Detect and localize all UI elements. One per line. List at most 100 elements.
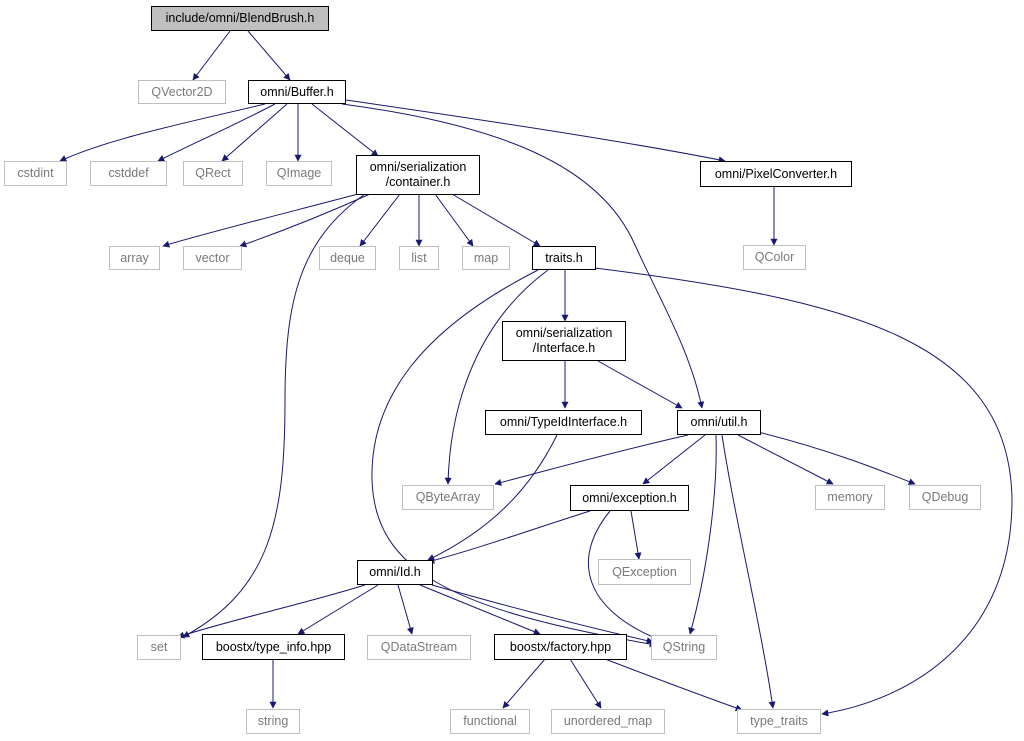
node-qbytearray[interactable]: QByteArray — [402, 485, 494, 510]
node-label: boostx/type_info.hpp — [215, 639, 332, 654]
edge-traits-qbytearray — [444, 269, 549, 485]
node-label: QColor — [754, 250, 795, 264]
node-traits[interactable]: traits.h — [532, 246, 596, 270]
node-buffer[interactable]: omni/Buffer.h — [248, 80, 346, 104]
node-label: deque — [330, 250, 365, 265]
edge-blendbrush-qvector2d — [192, 30, 231, 81]
edge-util-exception — [642, 434, 706, 485]
node-qcolor[interactable]: QColor — [743, 245, 806, 270]
node-qexception[interactable]: QException — [598, 559, 691, 585]
edge-blendbrush-buffer — [247, 30, 291, 81]
node-deque[interactable]: deque — [319, 246, 376, 270]
node-factory[interactable]: boostx/factory.hpp — [494, 634, 627, 660]
node-label: set — [150, 640, 168, 654]
node-label: traits.h — [545, 250, 583, 265]
edge-container-map — [434, 193, 474, 247]
edge-container-deque — [359, 193, 401, 247]
node-qstring[interactable]: QString — [651, 635, 717, 660]
edge-factory-functional — [502, 658, 546, 709]
edge-factory-unordered-map — [569, 658, 602, 709]
edge-exception-qstring — [588, 510, 661, 641]
edge-exception-id — [427, 510, 591, 564]
node-qimage[interactable]: QImage — [266, 161, 332, 186]
node-label: omni/exception.h — [582, 490, 677, 505]
node-label: QException — [612, 564, 677, 579]
edge-factory-type-traits — [604, 658, 743, 712]
node-label: list — [411, 250, 427, 265]
node-label-line2: /container.h — [385, 175, 451, 189]
node-label-line1: omni/serialization — [369, 160, 467, 174]
node-util[interactable]: omni/util.h — [677, 410, 761, 435]
edge-container-set — [182, 193, 366, 638]
node-type-traits[interactable]: type_traits — [737, 709, 821, 734]
node-interface[interactable]: omni/serialization/Interface.h — [502, 321, 626, 361]
node-array[interactable]: array — [109, 246, 160, 270]
node-qdebug[interactable]: QDebug — [909, 485, 981, 510]
node-label: cstdint — [17, 166, 54, 180]
node-label: QRect — [195, 166, 231, 180]
edge-id-qdatastream — [397, 584, 414, 635]
node-functional[interactable]: functional — [450, 709, 530, 734]
node-unordered-map[interactable]: unordered_map — [551, 709, 665, 734]
node-label: QByteArray — [415, 490, 481, 504]
node-id[interactable]: omni/Id.h — [357, 560, 433, 585]
edge-util-qstring — [688, 434, 717, 635]
node-label: boostx/factory.hpp — [509, 639, 612, 654]
node-label: functional — [463, 714, 517, 728]
edge-util-type-traits — [721, 434, 776, 709]
node-label: include/omni/BlendBrush.h — [165, 11, 315, 25]
edge-buffer-cstddef — [157, 103, 276, 162]
node-label: vector — [195, 250, 230, 265]
node-label: string — [257, 714, 289, 728]
node-label: cstddef — [108, 166, 149, 180]
edge-interface-util — [597, 360, 683, 409]
node-typeinfo[interactable]: boostx/type_info.hpp — [202, 634, 345, 660]
edge-traits-type-traits — [594, 267, 1013, 717]
node-pixelconverter[interactable]: omni/PixelConverter.h — [700, 161, 852, 187]
node-label-line1: omni/serialization — [515, 326, 613, 340]
edge-util-qdebug — [757, 431, 916, 485]
edge-buffer-util — [341, 103, 705, 409]
node-label: QVector2D — [151, 84, 213, 99]
node-label: omni/TypeIdInterface.h — [499, 415, 628, 429]
node-memory[interactable]: memory — [815, 485, 885, 510]
node-set[interactable]: set — [137, 635, 181, 660]
node-typeidinterface[interactable]: omni/TypeIdInterface.h — [485, 410, 642, 435]
node-label-line2: /Interface.h — [532, 341, 596, 355]
edge-exception-qexception — [630, 510, 642, 560]
node-label: QDataStream — [380, 640, 458, 654]
node-label: omni/Id.h — [369, 565, 421, 579]
node-cstddef[interactable]: cstddef — [90, 161, 167, 186]
node-exception[interactable]: omni/exception.h — [570, 485, 689, 511]
node-label: type_traits — [750, 714, 808, 728]
edge-id-qstring — [431, 584, 654, 645]
node-label: array — [120, 250, 149, 265]
node-list[interactable]: list — [399, 246, 439, 270]
node-cstdint[interactable]: cstdint — [4, 161, 67, 186]
edge-traits-qstring — [371, 269, 657, 648]
edge-id-typeinfo — [297, 584, 379, 635]
node-label: map — [473, 250, 499, 265]
node-qdatastream[interactable]: QDataStream — [367, 635, 471, 660]
node-map[interactable]: map — [462, 246, 510, 270]
node-blendbrush[interactable]: include/omni/BlendBrush.h — [151, 6, 329, 31]
node-string[interactable]: string — [246, 709, 300, 734]
edge-buffer-qrect — [221, 103, 288, 162]
edge-container-array — [162, 193, 359, 248]
node-container[interactable]: omni/serialization/container.h — [356, 155, 480, 195]
node-label: QString — [662, 640, 706, 654]
node-label: unordered_map — [563, 714, 653, 728]
node-qrect[interactable]: QRect — [183, 161, 243, 186]
node-label: QDebug — [921, 490, 969, 504]
node-label: omni/Buffer.h — [260, 84, 334, 99]
node-label: omni/PixelConverter.h — [714, 166, 838, 181]
edge-container-traits — [451, 193, 541, 247]
edge-util-qbytearray — [494, 434, 689, 486]
edge-id-factory — [419, 584, 541, 635]
node-label: QImage — [276, 166, 322, 180]
edge-buffer-container — [311, 103, 379, 157]
node-vector[interactable]: vector — [183, 246, 242, 270]
node-qvector2d[interactable]: QVector2D — [138, 80, 226, 104]
edge-buffer-pixelconverter — [345, 99, 726, 164]
